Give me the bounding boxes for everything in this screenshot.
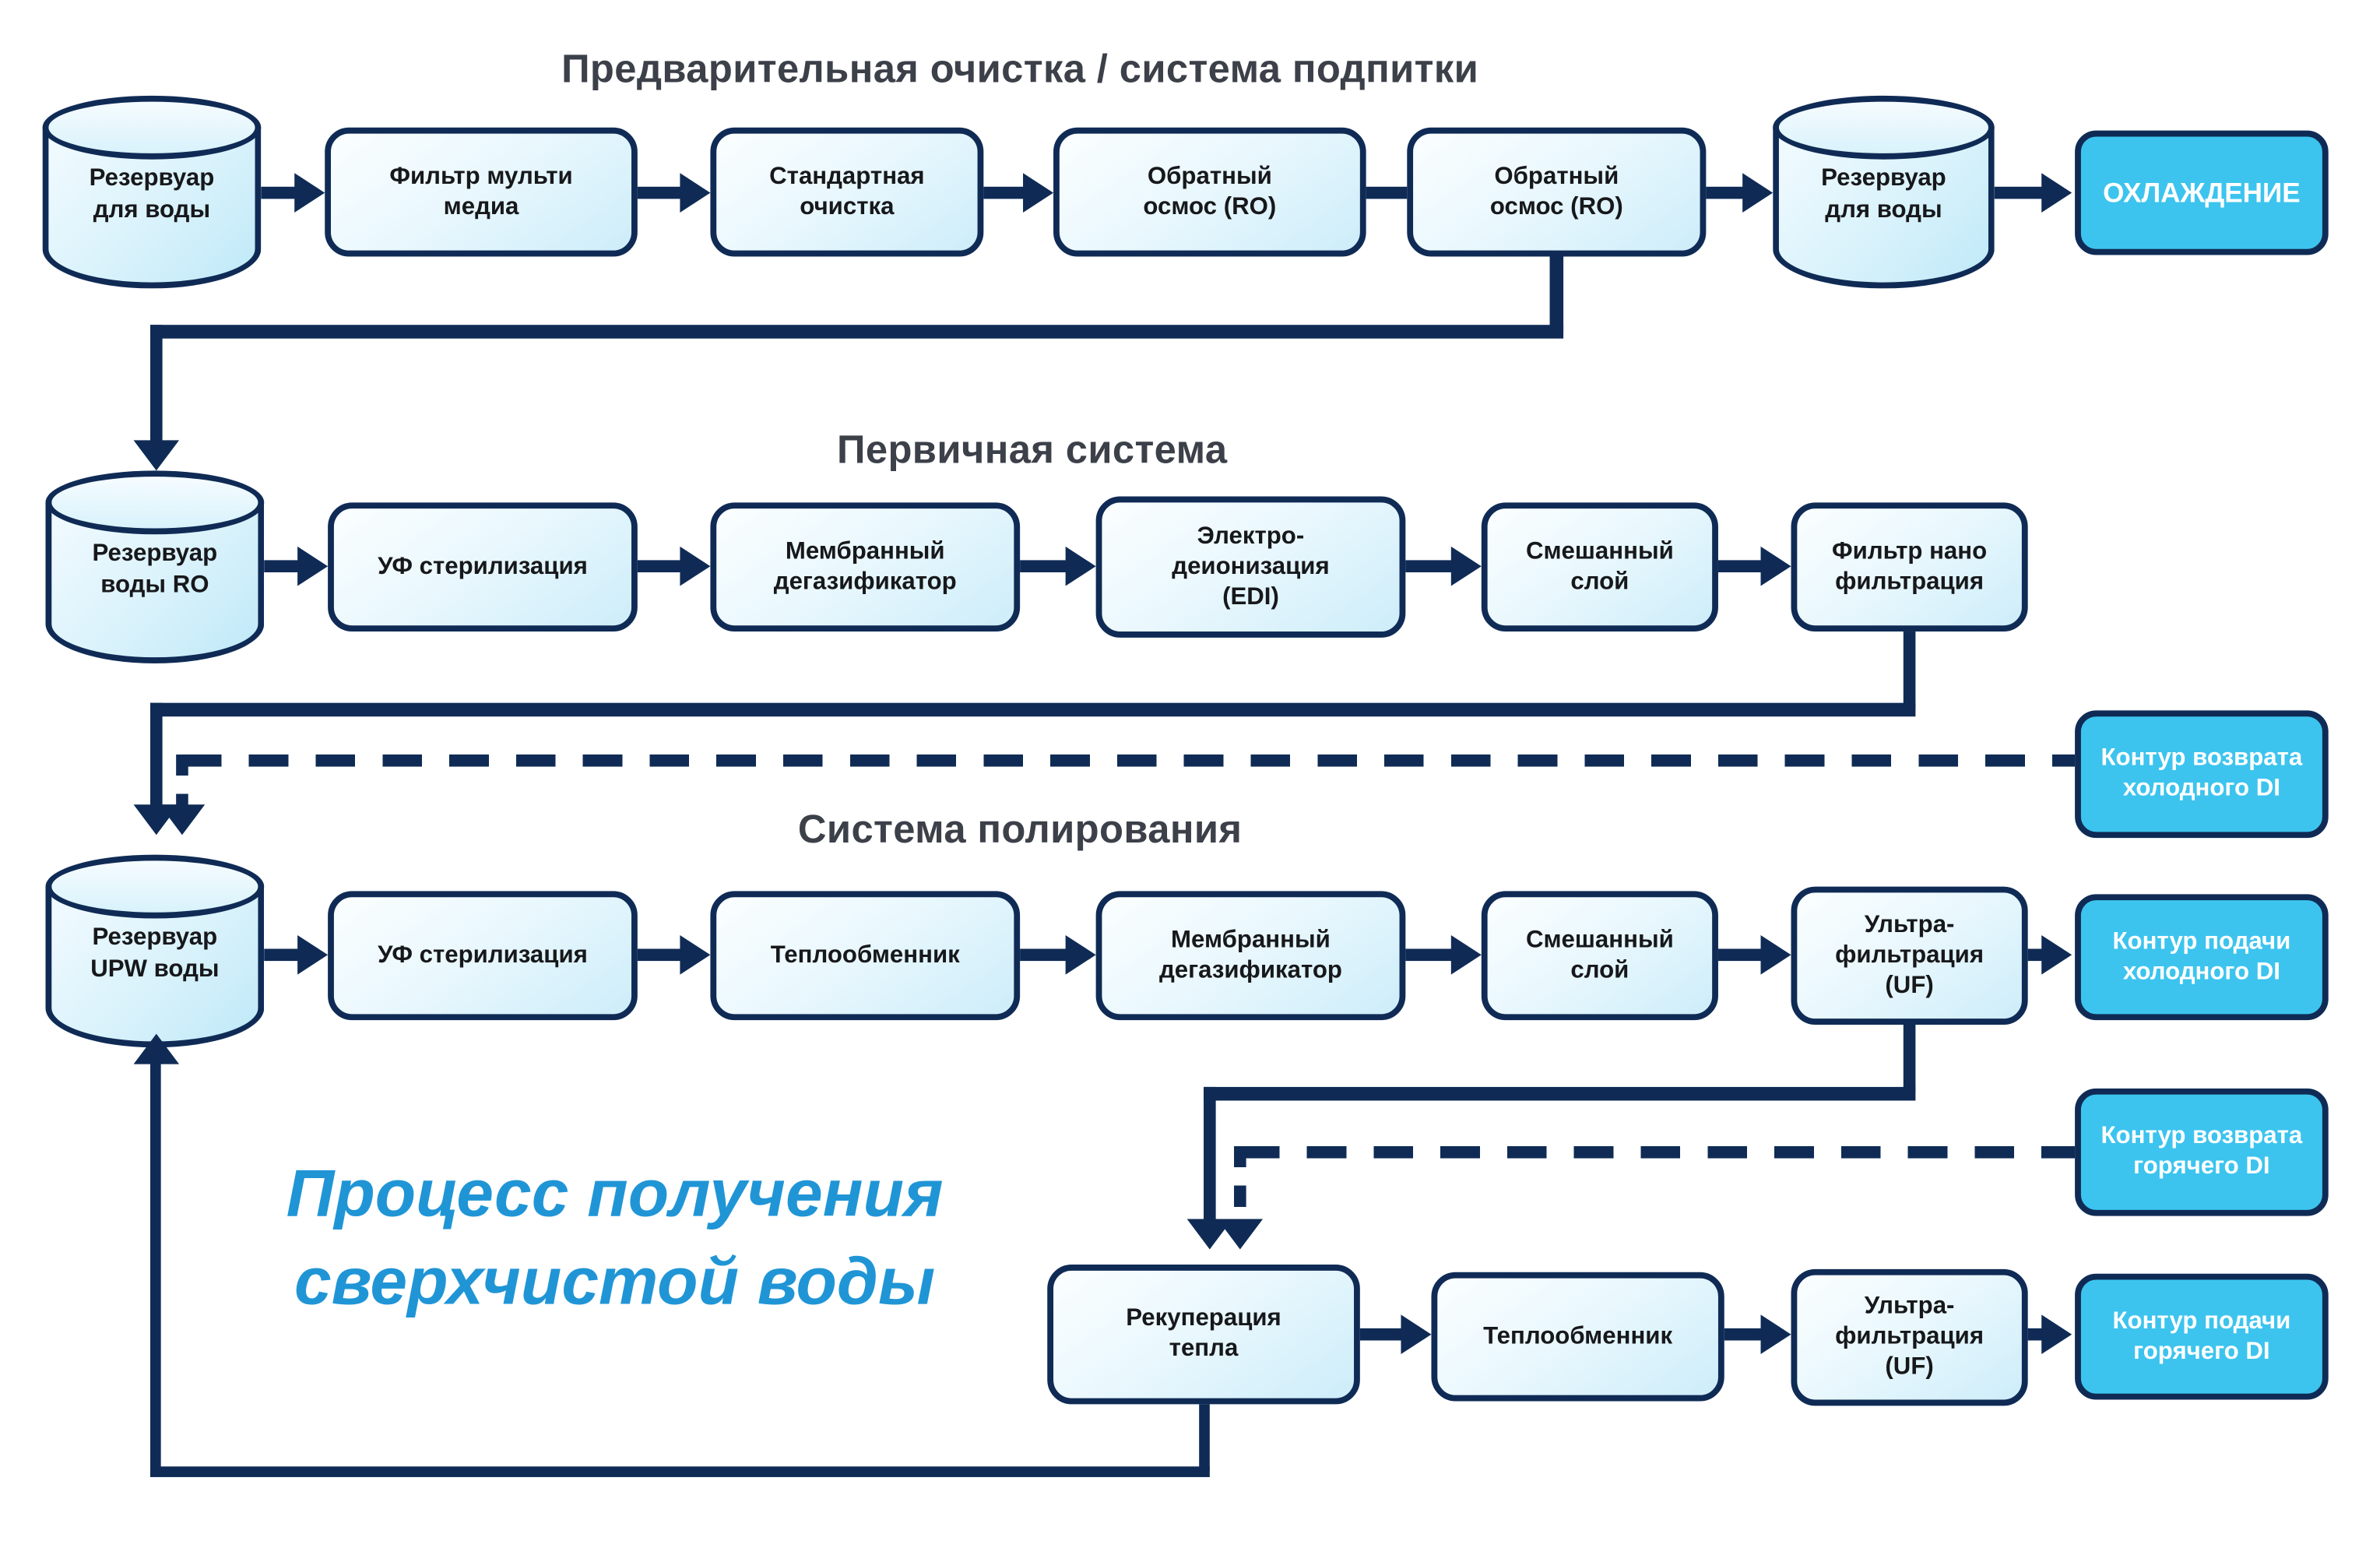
arrowhead-up: [133, 1033, 180, 1064]
connector-line: [1366, 186, 1408, 199]
cylinder-upw-water-tank: Резервуар UPW воды: [45, 854, 265, 1048]
cylinder-top-ellipse: [1773, 95, 1995, 160]
cylinder-label: Резервуар воды RO: [92, 540, 218, 599]
arrowhead-down: [133, 440, 180, 471]
return-loop-line: [1199, 1404, 1210, 1472]
section-title-pretreatment: Предварительная очистка / система подпит…: [561, 45, 1479, 91]
flow-arrow: [1717, 934, 1791, 975]
node-standard-purification: Стандартная очистка: [710, 127, 984, 257]
flow-arrow: [1020, 934, 1096, 975]
flow-arrow: [2027, 1314, 2072, 1355]
connector-line: [1549, 256, 1564, 332]
cylinder-top-ellipse: [45, 470, 265, 535]
connector-line: [1903, 631, 1916, 709]
node-ultrafiltration-hot: Ультра- фильтрация (UF): [1791, 1268, 2028, 1406]
cylinder-label: Резервуар для воды: [89, 165, 215, 223]
flow-arrow: [983, 173, 1054, 213]
node-cold-di-supply-loop: Контур подачи холодного DI: [2075, 894, 2329, 1021]
node-nano-filter: Фильтр нано фильтрация: [1791, 502, 2028, 632]
node-reverse-osmosis-1: Обратный осмос (RO): [1053, 127, 1366, 257]
cylinder-top-ellipse: [42, 95, 262, 160]
connector-line: [1204, 1086, 1916, 1101]
section-title-polishing: Система полирования: [797, 806, 1243, 852]
node-reverse-osmosis-2: Обратный осмос (RO): [1407, 127, 1707, 257]
node-edi: Электро- деионизация (EDI): [1095, 496, 1406, 638]
connector-line: [150, 325, 163, 444]
flow-arrow: [1994, 173, 2072, 213]
node-uv-sterilization-primary: УФ стерилизация: [328, 502, 638, 632]
node-heat-exchanger-polishing: Теплообменник: [710, 891, 1021, 1021]
flow-arrow: [1359, 1314, 1432, 1355]
dashed-return-line: [181, 754, 2076, 767]
flow-arrow: [637, 546, 711, 586]
cylinder-top-ellipse: [45, 854, 265, 919]
node-membrane-degasifier-primary: Мембранный дегазификатор: [710, 502, 1021, 632]
cylinder-feed-water-tank: Резервуар для воды: [42, 95, 262, 289]
flow-arrow: [264, 934, 329, 975]
node-mixed-bed-polishing: Смешанный слой: [1481, 891, 1718, 1021]
connector-line: [150, 702, 1916, 717]
flow-arrow: [1717, 546, 1791, 586]
node-hot-di-return-loop: Контур возврата горячего DI: [2075, 1088, 2329, 1216]
flow-arrow: [1405, 934, 1482, 975]
arrowhead-down: [159, 804, 206, 836]
cylinder-label: Резервуар UPW воды: [90, 924, 220, 983]
connector-line: [150, 325, 1564, 339]
node-membrane-degasifier-polishing: Мембранный дегазификатор: [1095, 891, 1406, 1021]
flow-arrow: [1020, 546, 1096, 586]
node-cooling: ОХЛАЖДЕНИЕ: [2075, 130, 2329, 255]
flow-arrow: [264, 546, 329, 586]
node-cold-di-return-loop: Контур возврата холодного DI: [2075, 710, 2329, 839]
node-hot-di-supply-loop: Контур подачи горячего DI: [2075, 1273, 2329, 1400]
node-uv-sterilization-polishing: УФ стерилизация: [328, 891, 638, 1021]
flow-arrow: [261, 173, 325, 213]
cylinder-label: Резервуар для воды: [1821, 165, 1946, 223]
node-heat-recovery: Рекуперация тепла: [1047, 1265, 1360, 1405]
flow-arrow: [637, 173, 711, 213]
dashed-return-line: [1239, 1145, 2076, 1159]
section-title-primary: Первичная система: [837, 426, 1228, 473]
flow-arrow: [1405, 546, 1482, 586]
dashed-return-line: [176, 754, 188, 808]
flow-arrow: [1724, 1314, 1791, 1355]
diagram-main-title: Процесс получения сверхчистой воды: [286, 1156, 944, 1320]
connector-line: [1903, 1024, 1916, 1092]
flow-arrow: [637, 934, 711, 975]
node-heat-exchanger-hot: Теплообменник: [1431, 1272, 1724, 1402]
dashed-return-line: [1234, 1145, 1246, 1219]
return-loop-line: [150, 1062, 161, 1470]
cylinder-out-water-tank: Резервуар для воды: [1773, 95, 1995, 289]
flow-arrow: [2027, 934, 2072, 975]
return-loop-line: [150, 1466, 1210, 1477]
node-multimedia-filter: Фильтр мульти медиа: [325, 127, 638, 257]
flow-arrow: [1706, 173, 1774, 213]
node-ultrafiltration-cold: Ультра- фильтрация (UF): [1791, 886, 2028, 1025]
node-mixed-bed-primary: Смешанный слой: [1481, 502, 1718, 632]
cylinder-ro-water-tank: Резервуар воды RO: [45, 470, 265, 663]
connector-line: [150, 702, 163, 808]
arrowhead-down: [1217, 1219, 1264, 1250]
connector-line: [1204, 1086, 1216, 1223]
